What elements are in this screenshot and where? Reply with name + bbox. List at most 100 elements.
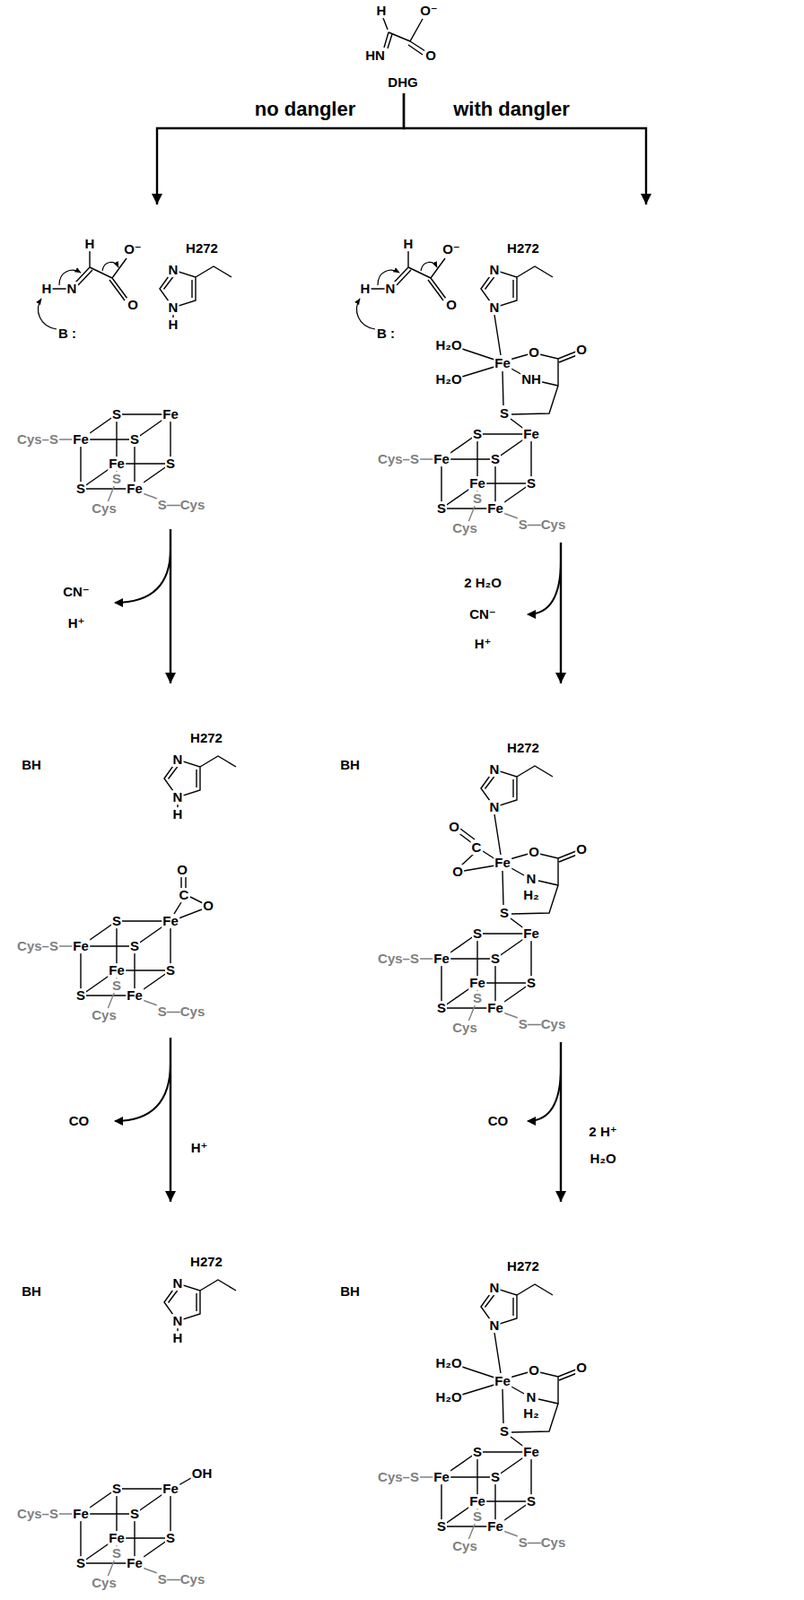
release-arrow <box>527 1067 561 1122</box>
structure-text: N <box>489 800 501 815</box>
structure-text: S <box>111 407 123 422</box>
structure-text: S <box>489 1470 501 1486</box>
structure-text: N <box>172 1276 184 1292</box>
structure-text: Fe <box>71 939 90 954</box>
structure-text: S <box>436 1001 447 1016</box>
structure-text: Cys <box>451 1021 479 1036</box>
side-arrows <box>114 549 561 1122</box>
structure-text: S <box>489 952 501 967</box>
structure-text: Fe <box>432 952 451 967</box>
reagent-label: H⁺ <box>190 1141 210 1156</box>
structure-text: H₂O <box>434 1390 463 1406</box>
structure-text: S <box>129 432 140 447</box>
structure-text: S <box>165 456 176 472</box>
structure-text: H272 <box>184 241 219 256</box>
structure-text: S <box>471 1445 483 1460</box>
reagent-label: CN⁻ <box>468 607 498 622</box>
structure-text: S <box>489 452 501 467</box>
reagent-label: 2 H⁺ <box>587 1125 618 1140</box>
structure-text: Fe <box>161 407 180 422</box>
structure-text: O <box>424 48 437 63</box>
structure-text: Fe <box>432 452 451 467</box>
structure-text: S <box>436 501 447 516</box>
structure-text: C <box>471 840 483 856</box>
reaction-arrow <box>169 529 172 684</box>
structure-text: B : <box>57 326 78 341</box>
release-arrow <box>114 1063 171 1122</box>
structure-text: N <box>172 752 184 768</box>
fe4s4-cluster: SFeCys–SFeSFeSSSFeCysS—Cys <box>13 1476 210 1595</box>
structure-text: Cys <box>90 501 118 516</box>
structure-text: Fe <box>468 976 487 991</box>
release-arrow <box>114 549 171 603</box>
structure-text: N <box>489 1319 501 1334</box>
structure-text: O <box>575 1361 588 1376</box>
structure-text: Fe <box>107 1531 126 1547</box>
water-ligands <box>462 1367 495 1396</box>
structure-text: Cys–S <box>376 952 420 967</box>
structure-text: O <box>575 842 588 857</box>
structure-text: H <box>167 317 180 333</box>
structure-text: S <box>111 1482 123 1497</box>
structure-text: S—Cys <box>157 1573 207 1588</box>
branch-label: with dangler <box>452 98 571 120</box>
structure-text: O <box>175 863 189 878</box>
structure-text: S—Cys <box>517 1017 568 1032</box>
water-ligands <box>462 349 495 377</box>
structure-text: B : <box>375 326 396 341</box>
structure-text: S <box>129 939 140 954</box>
reagent-label: 2 H₂O <box>463 576 503 591</box>
structure-text: S <box>498 1424 510 1440</box>
structure-text: S <box>525 476 537 491</box>
structure-text: H272 <box>506 741 541 756</box>
structure-text: S <box>75 481 87 497</box>
fe4s4-cluster <box>57 1489 171 1578</box>
structure-text: N <box>489 300 501 315</box>
structure-text: S <box>471 991 483 1006</box>
structure-text: H272 <box>506 1259 541 1275</box>
structure-text: H <box>41 281 53 297</box>
structure-text: Fe <box>125 481 144 497</box>
fe4s4-cluster: SFeCys–SFeSFeSSSFeCysS—Cys <box>374 421 570 540</box>
structure-text: S <box>471 1510 483 1525</box>
structure-text: Fe <box>71 1507 90 1522</box>
structure-text: H <box>402 236 415 252</box>
structure-text: Fe <box>522 1445 541 1460</box>
structure-text: N <box>172 790 184 805</box>
structure-text: S—Cys <box>517 1536 568 1551</box>
structure-text: Fe <box>522 427 541 442</box>
structure-text: S—Cys <box>157 1005 207 1020</box>
structure-text: O <box>527 345 541 360</box>
structure-text: H <box>172 1331 184 1346</box>
reagent-label: H₂O <box>588 1152 617 1167</box>
fe4s4-cluster <box>418 434 532 523</box>
structure-text: H272 <box>189 1255 224 1270</box>
structure-text: S <box>165 1531 176 1547</box>
structure-text: S <box>75 1556 87 1572</box>
fe-complex <box>494 1333 577 1449</box>
structure-text: H <box>359 281 372 297</box>
structure-text: N <box>525 872 538 887</box>
structure-text: Cys–S <box>16 432 60 447</box>
fe4s4-cluster: SFeCys–SFeSFeSSSFeCysS—Cys <box>374 1440 570 1558</box>
structure-text: Fe <box>71 432 90 447</box>
structure-text: H <box>375 3 388 18</box>
structure-text: Cys–S <box>16 1507 60 1522</box>
structure-text: O <box>445 297 458 313</box>
structure-text: O <box>527 845 541 860</box>
structure-text: Fe <box>107 456 126 472</box>
structure-text: S <box>471 491 483 507</box>
bond <box>383 17 426 55</box>
structure-text: Fe <box>486 1001 505 1016</box>
structure-text: OH <box>191 1467 214 1482</box>
structure-text: N <box>172 1314 184 1329</box>
structure-text: S <box>525 976 537 991</box>
structure-panel: H272BHNNHOHSFeCys–SFeSFeSSSFeCysS—Cys <box>8 1202 270 1599</box>
structure-text: N <box>167 262 180 278</box>
structure-text: H272 <box>189 731 224 746</box>
structure-text: Fe <box>468 476 487 491</box>
structure-text: H <box>84 236 97 252</box>
substrate <box>357 251 446 330</box>
